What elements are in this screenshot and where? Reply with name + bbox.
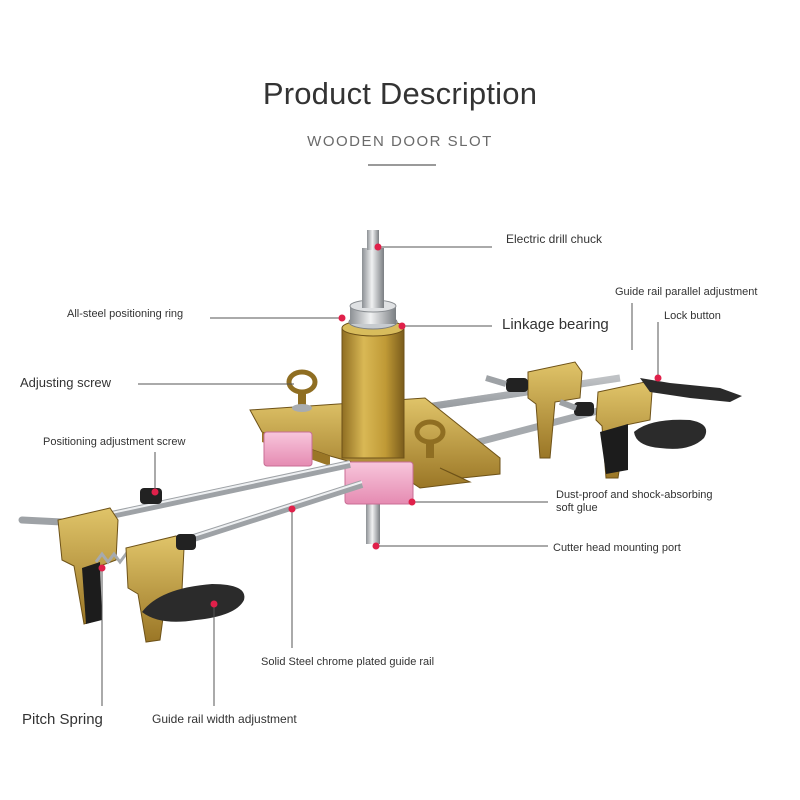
left-clamp-outer	[57, 488, 162, 625]
page-title: Product Description	[262, 76, 538, 111]
label-dust-proof-line2: soft glue	[556, 502, 598, 514]
label-dust-proof-line1: Dust-proof and shock-absorbing	[556, 489, 713, 501]
page-subtitle: WOODEN DOOR SLOT	[307, 133, 493, 150]
marker-dots	[98, 243, 662, 608]
label-lock-button: Lock button	[664, 310, 721, 322]
adjusting-screw-eyebolt-right	[414, 419, 446, 458]
label-electric-drill-chuck: Electric drill chuck	[506, 232, 603, 246]
label-all-steel-positioning-ring: All-steel positioning ring	[67, 308, 184, 320]
soft-glue-pads	[263, 431, 414, 505]
right-clamp-rear	[485, 361, 583, 459]
right-clamp-front	[558, 378, 742, 479]
label-adjusting-screw: Adjusting screw	[20, 375, 112, 390]
label-guide-rail: Solid Steel chrome plated guide rail	[261, 656, 435, 668]
left-clamp-inner	[125, 534, 245, 643]
label-positioning-adjustment-screw: Positioning adjustment screw	[43, 436, 186, 448]
label-linkage-bearing: Linkage bearing	[502, 316, 609, 333]
label-cutter-head-mounting-port: Cutter head mounting port	[553, 542, 681, 554]
label-guide-rail-width-adjustment: Guide rail width adjustment	[152, 712, 297, 726]
label-guide-rail-parallel-adjustment: Guide rail parallel adjustment	[615, 286, 758, 298]
adjusting-screw-eyebolt-left	[286, 369, 318, 412]
leader-lines	[101, 246, 659, 706]
label-pitch-spring: Pitch Spring	[22, 711, 103, 728]
title-divider	[368, 164, 436, 166]
